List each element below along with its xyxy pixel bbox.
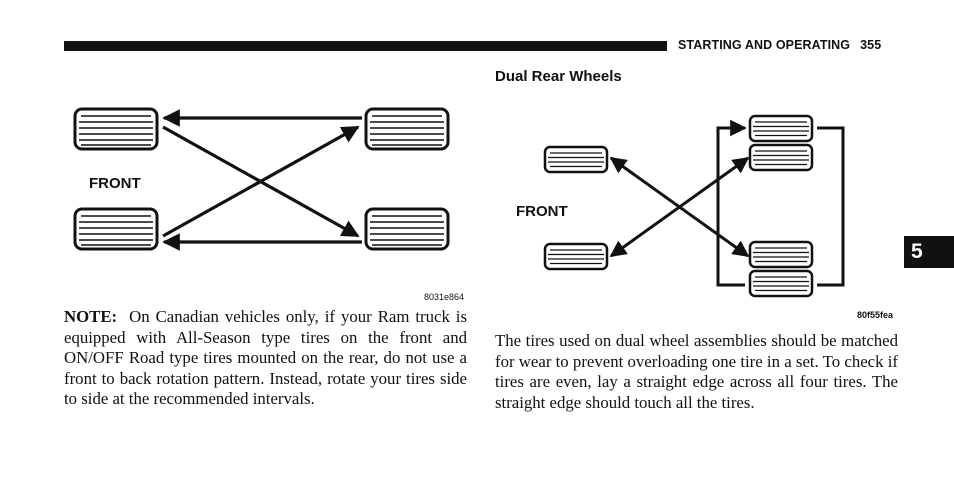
tire-icon xyxy=(748,114,814,143)
rotation-arrow xyxy=(817,126,845,287)
left-rotation-diagram: FRONT 8031e864 xyxy=(73,107,464,302)
rotation-arrow xyxy=(716,119,747,287)
running-header: STARTING AND OPERATING 355 xyxy=(678,38,881,52)
tire-icon xyxy=(364,207,450,251)
rotation-arrow xyxy=(162,125,360,238)
front-label: FRONT xyxy=(516,203,568,220)
note-text: On Canadian vehicles only, if your Ram t… xyxy=(64,307,467,408)
chapter-tab: 5 xyxy=(904,236,954,268)
tire-icon xyxy=(748,269,814,298)
tire-icon xyxy=(748,240,814,269)
note-paragraph: NOTE: On Canadian vehicles only, if your… xyxy=(64,307,467,410)
tire-icon xyxy=(364,107,450,151)
tire-icon xyxy=(73,207,159,251)
dual-rear-wheels-heading: Dual Rear Wheels xyxy=(495,68,622,85)
tire-icon xyxy=(543,242,609,271)
header-section-title: STARTING AND OPERATING xyxy=(678,38,851,52)
tire-icon xyxy=(748,143,814,172)
figure-code: 8031e864 xyxy=(424,292,464,302)
tire-icon xyxy=(543,145,609,174)
rotation-arrow xyxy=(609,156,750,258)
dual-wheel-paragraph: The tires used on dual wheel assemblies … xyxy=(495,331,898,412)
header-rule xyxy=(64,41,667,51)
front-label: FRONT xyxy=(89,175,141,192)
figure-code: 80f55fea xyxy=(857,310,894,320)
note-label: NOTE: xyxy=(64,307,118,326)
right-rotation-diagram: FRONT 80f55fea xyxy=(516,114,894,320)
tire-icon xyxy=(73,107,159,151)
page-number: 355 xyxy=(860,38,882,52)
